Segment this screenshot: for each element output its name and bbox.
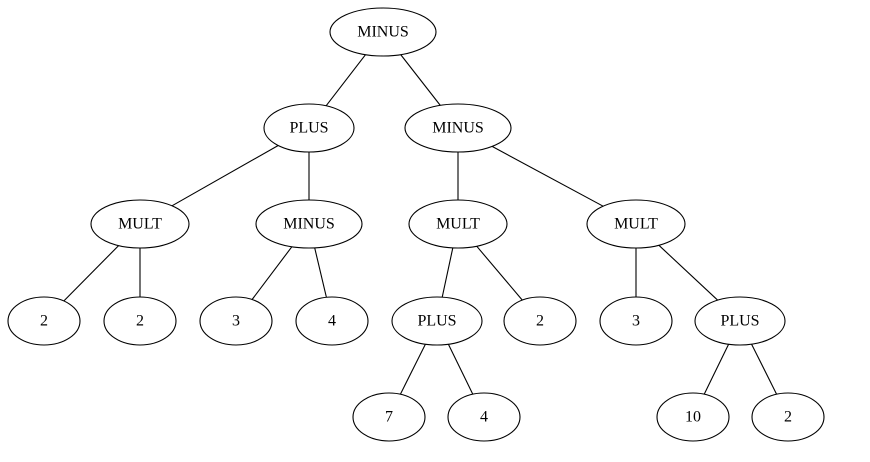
edge-n5-n11: [441, 247, 454, 298]
tree-node-n12: 2: [503, 296, 577, 346]
node-label: 3: [232, 313, 240, 330]
tree-node-n17: 10: [656, 392, 730, 442]
node-label: 3: [632, 313, 640, 330]
node-ellipse: [352, 392, 426, 442]
edge-n1-n3: [171, 145, 279, 207]
node-label: MULT: [118, 216, 162, 233]
tree-node-n16: 4: [447, 392, 521, 442]
edge-n0-n1: [325, 54, 366, 107]
node-ellipse: [656, 392, 730, 442]
edge-n11-n15: [399, 343, 426, 395]
node-ellipse: [447, 392, 521, 442]
tree-node-n18: 2: [751, 392, 825, 442]
tree-node-n2: MINUS: [404, 103, 512, 153]
node-ellipse: [199, 296, 273, 346]
node-ellipse: [329, 7, 437, 57]
node-ellipse: [751, 392, 825, 442]
edge-n0-n2: [400, 54, 441, 106]
edge-n5-n12: [476, 245, 523, 301]
node-label: 2: [536, 313, 544, 330]
edge-n3-n7: [63, 245, 119, 302]
node-label: 10: [685, 409, 701, 426]
edge-n4-n9: [251, 246, 293, 300]
tree-node-n0: MINUS: [329, 7, 437, 57]
edge-n11-n16: [447, 343, 474, 395]
node-ellipse: [263, 103, 355, 153]
edge-n2-n6: [491, 145, 604, 207]
tree-node-n4: MINUS: [255, 199, 363, 249]
node-ellipse: [103, 296, 177, 346]
node-label: MINUS: [283, 216, 335, 233]
node-label: 4: [328, 313, 336, 330]
node-label: PLUS: [289, 120, 328, 137]
tree-node-n13: 3: [599, 296, 673, 346]
node-label: MULT: [436, 216, 480, 233]
tree-node-n3: MULT: [90, 199, 190, 249]
node-label: MINUS: [432, 120, 484, 137]
node-ellipse: [7, 296, 81, 346]
edge-n14-n18: [751, 343, 778, 395]
node-ellipse: [586, 199, 686, 249]
node-ellipse: [694, 296, 786, 346]
tree-node-n7: 2: [7, 296, 81, 346]
node-ellipse: [503, 296, 577, 346]
node-layer: MINUS PLUS MINUS MULT MINUS MULT MULT 2 2 3 4 PLUS 2…: [7, 7, 825, 442]
node-label: MINUS: [357, 24, 409, 41]
tree-node-n1: PLUS: [263, 103, 355, 153]
tree-node-n15: 7: [352, 392, 426, 442]
node-label: 2: [40, 313, 48, 330]
node-ellipse: [391, 296, 483, 346]
node-ellipse: [599, 296, 673, 346]
node-ellipse: [295, 296, 369, 346]
tree-node-n10: 4: [295, 296, 369, 346]
edge-n6-n14: [658, 244, 719, 301]
edge-n14-n17: [703, 343, 730, 395]
node-label: 2: [784, 409, 792, 426]
tree-node-n11: PLUS: [391, 296, 483, 346]
node-label: 7: [385, 409, 393, 426]
tree-node-n9: 3: [199, 296, 273, 346]
node-ellipse: [255, 199, 363, 249]
edge-layer: [63, 54, 778, 395]
node-label: 4: [480, 409, 488, 426]
node-label: 2: [136, 313, 144, 330]
node-ellipse: [404, 103, 512, 153]
edge-n4-n10: [314, 247, 327, 298]
node-ellipse: [408, 199, 508, 249]
node-label: MULT: [614, 216, 658, 233]
node-label: PLUS: [417, 313, 456, 330]
node-ellipse: [90, 199, 190, 249]
tree-node-n5: MULT: [408, 199, 508, 249]
tree-node-n6: MULT: [586, 199, 686, 249]
tree-node-n8: 2: [103, 296, 177, 346]
tree-node-n14: PLUS: [694, 296, 786, 346]
node-label: PLUS: [720, 313, 759, 330]
